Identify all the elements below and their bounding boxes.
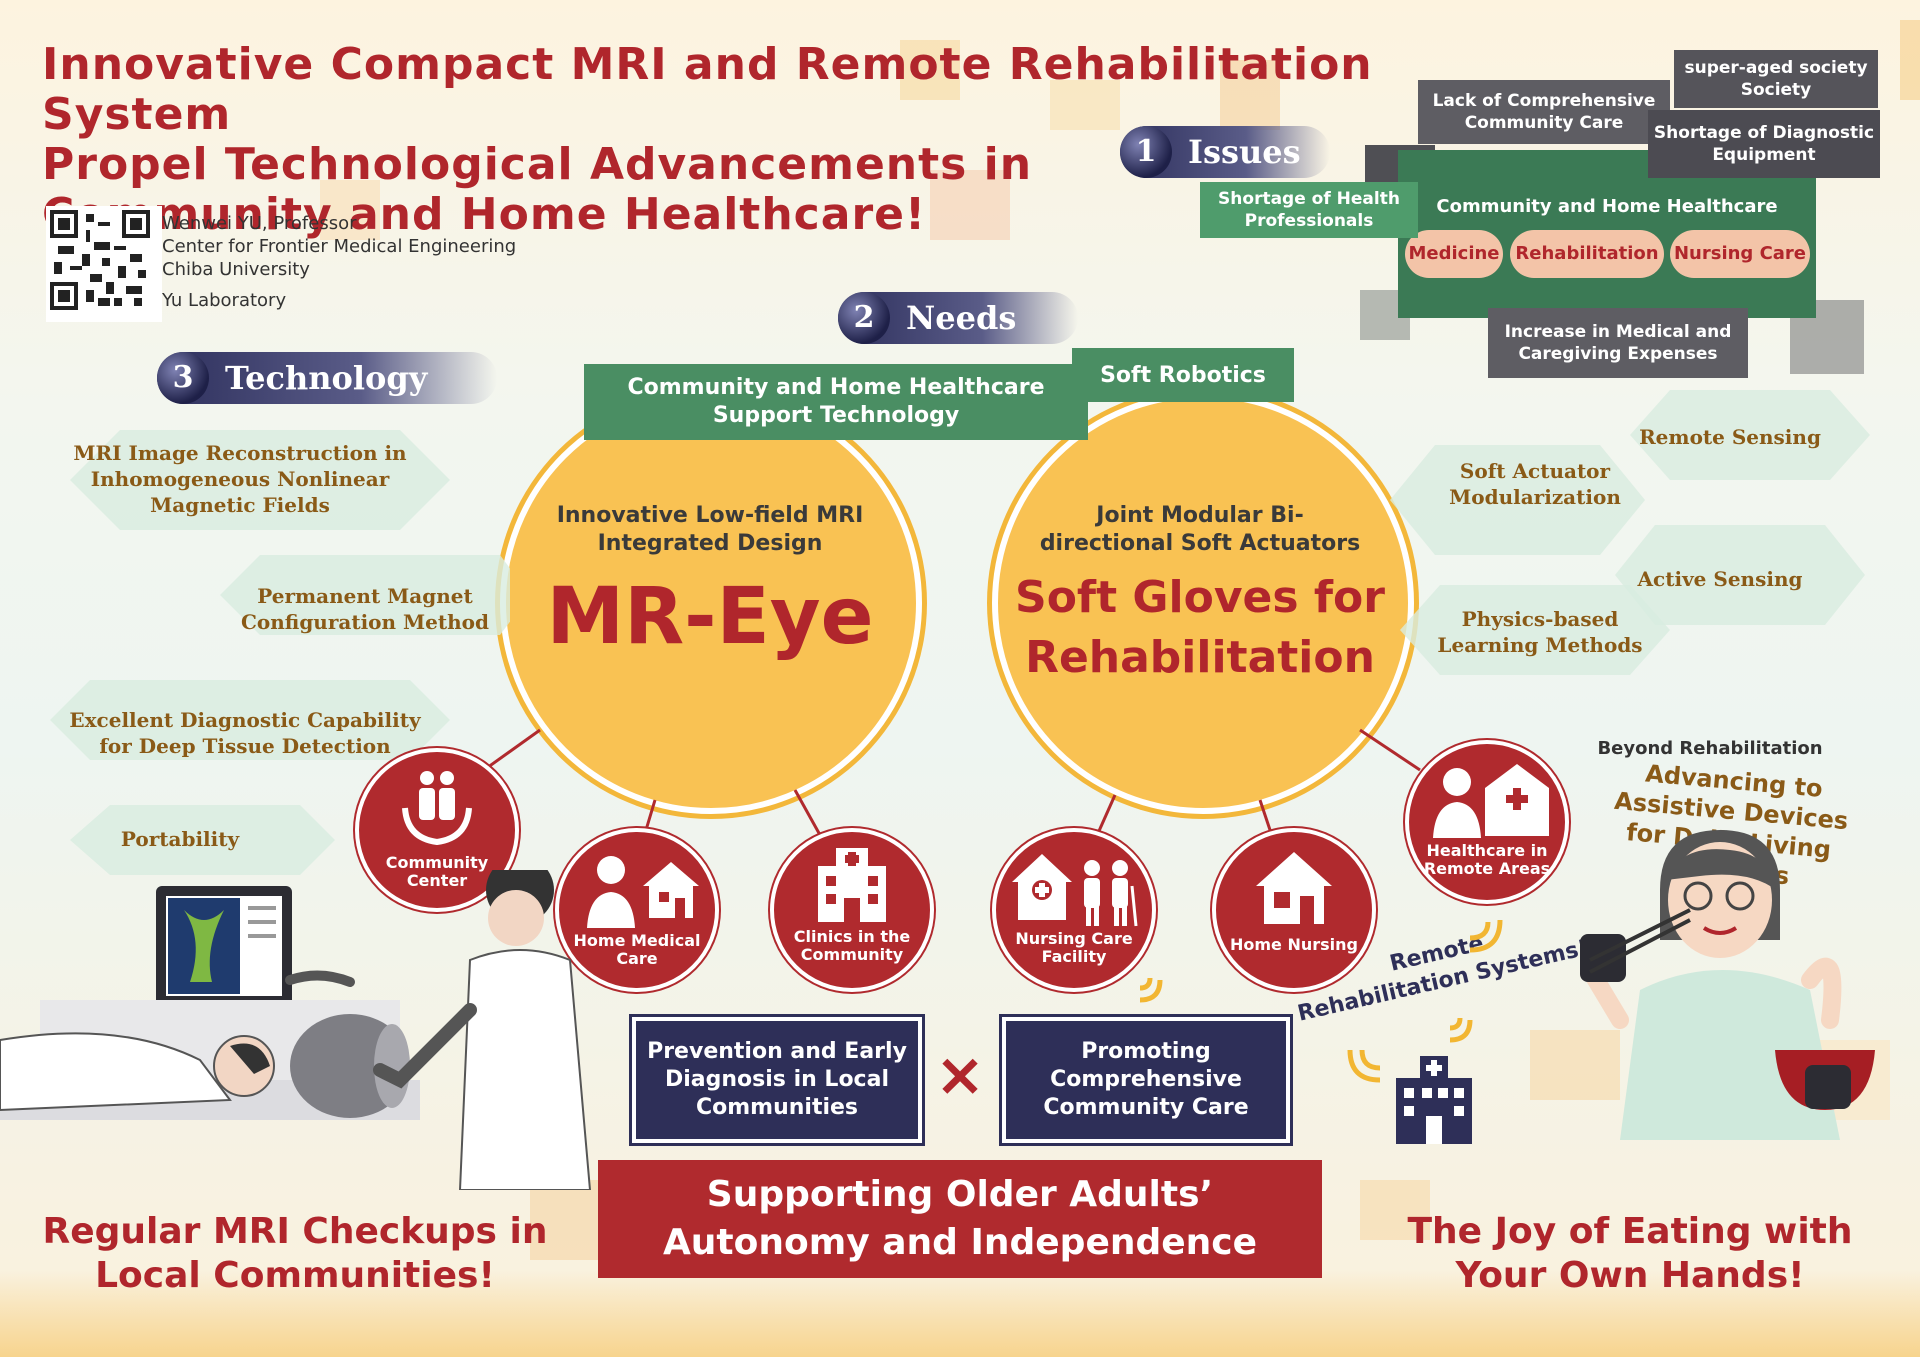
- remote-healthcare-icon: [1433, 764, 1549, 838]
- nursing-facility-icon: [1012, 854, 1138, 927]
- section-issues-label: Issues: [1188, 133, 1301, 171]
- supporting-autonomy-box: Supporting Older Adults’ Autonomy and In…: [598, 1160, 1322, 1278]
- tech-permanent-magnet: Permanent Magnet Configuration Method: [240, 584, 489, 634]
- mri-scene-svg: [0, 856, 592, 1191]
- signal-icon-2: [1347, 1049, 1381, 1083]
- gloves-name: Soft Gloves for Rehabilitation: [1015, 572, 1385, 683]
- place-clinics: Clinics in the Community: [770, 828, 934, 992]
- tech-mri-reconstruction: MRI Image Reconstruction in Inhomogeneou…: [73, 441, 407, 517]
- section-needs: 2 Needs: [838, 292, 1078, 344]
- place-nursing-facility-label: Nursing Care Facility: [1015, 929, 1133, 966]
- author-university: Chiba University: [162, 259, 310, 280]
- remote-hospital-icon: [1396, 1056, 1472, 1144]
- issue-super-aged: super-aged society Society: [1674, 50, 1878, 108]
- section-needs-label: Needs: [906, 299, 1017, 337]
- promoting-box: Promoting Comprehensive Community Care: [1002, 1017, 1290, 1143]
- place-community-center-label: Community Center: [385, 853, 489, 890]
- tech-physics-learning: Physics-based Learning Methods: [1437, 607, 1643, 657]
- section-issues: 1 Issues: [1120, 126, 1330, 178]
- section-technology-label: Technology: [225, 359, 428, 397]
- place-home-nursing: Home Nursing: [1212, 828, 1376, 992]
- issue-medicine: Medicine: [1405, 230, 1503, 278]
- mri-scene-illustration: [0, 856, 600, 1191]
- place-remote-areas-label: Healthcare in Remote Areas: [1423, 841, 1551, 878]
- prevention-box: Prevention and Early Diagnosis in Local …: [632, 1017, 922, 1143]
- issue-lack-community-care: Lack of Comprehensive Community Care: [1418, 80, 1670, 144]
- title-line-1: Innovative Compact MRI and Remote Rehabi…: [42, 39, 1373, 140]
- tech-soft-actuator: Soft Actuator Modularization: [1449, 459, 1621, 509]
- gloves-subtitle: Joint Modular Bi-directional Soft Actuat…: [1039, 503, 1361, 556]
- tech-remote-sensing: Remote Sensing: [1639, 425, 1821, 449]
- place-home-medical-label: Home Medical Care: [573, 931, 701, 968]
- place-home-nursing-label: Home Nursing: [1230, 935, 1358, 954]
- joy-of-eating-slogan: The Joy of Eating with Your Own Hands!: [1407, 1211, 1853, 1296]
- author-lab: Yu Laboratory: [162, 290, 287, 311]
- community-center-icon: [402, 771, 472, 846]
- woman-eating-svg: [1580, 830, 1875, 1140]
- tech-hex-background: [50, 430, 510, 875]
- mr-eye-name: MR-Eye: [546, 572, 874, 662]
- author-center: Center for Frontier Medical Engineering: [162, 236, 517, 257]
- signal-icon-4: [1469, 919, 1503, 953]
- tech-diagnostic-capability: Excellent Diagnostic Capability for Deep…: [69, 708, 421, 758]
- issue-shortage-health: Shortage of Health Professionals: [1200, 182, 1418, 238]
- place-clinics-label: Clinics in the Community: [793, 927, 911, 964]
- home-icon: [1256, 852, 1332, 924]
- author-name: Wenwei YU, Professor: [162, 213, 357, 234]
- issue-rehabilitation: Rehabilitation: [1510, 230, 1664, 278]
- section-technology: 3 Technology: [157, 352, 497, 404]
- signal-icon-3: [1449, 1017, 1473, 1043]
- issue-shortage-diagnostic: Shortage of Diagnostic Equipment: [1648, 110, 1880, 178]
- issue-nursing-care: Nursing Care: [1670, 230, 1810, 278]
- mr-eye-subtitle: Innovative Low-field MRI Integrated Desi…: [556, 503, 864, 556]
- home-medical-icon: [587, 856, 699, 928]
- qr-code[interactable]: [46, 206, 162, 322]
- qr-code-icon: [50, 210, 150, 310]
- tech-active-sensing: Active Sensing: [1637, 567, 1803, 591]
- section-technology-number: 3: [157, 352, 209, 404]
- needs-support-technology: Community and Home Healthcare Support Te…: [584, 364, 1088, 440]
- beyond-rehab-label: Beyond Rehabilitation: [1597, 738, 1823, 759]
- hospital-icon: [818, 848, 886, 922]
- issue-expenses: Increase in Medical and Caregiving Expen…: [1488, 308, 1748, 378]
- author-info: Wenwei YU, Professor Center for Frontier…: [162, 212, 516, 281]
- tech-right-hex-background: [1390, 390, 1870, 675]
- signal-icon: [1139, 977, 1163, 1003]
- section-issues-number: 1: [1120, 126, 1172, 178]
- mri-checkups-slogan: Regular MRI Checkups in Local Communitie…: [42, 1211, 548, 1296]
- place-remote-areas: Healthcare in Remote Areas: [1405, 740, 1569, 904]
- section-needs-number: 2: [838, 292, 890, 344]
- main-title: Innovative Compact MRI and Remote Rehabi…: [42, 40, 1462, 240]
- times-symbol: ×: [934, 1040, 986, 1110]
- woman-eating-illustration: [1580, 820, 1900, 1140]
- needs-soft-robotics: Soft Robotics: [1072, 348, 1294, 402]
- place-nursing-facility: Nursing Care Facility: [992, 828, 1156, 992]
- tech-portability: Portability: [120, 827, 240, 851]
- title-line-2: Propel Technological Advancements in: [42, 139, 1033, 190]
- issues-cahh-label: Community and Home Healthcare: [1436, 196, 1778, 217]
- place-home-medical: Home Medical Care: [555, 828, 719, 992]
- title-line-3: Community and Home Healthcare!: [42, 189, 927, 240]
